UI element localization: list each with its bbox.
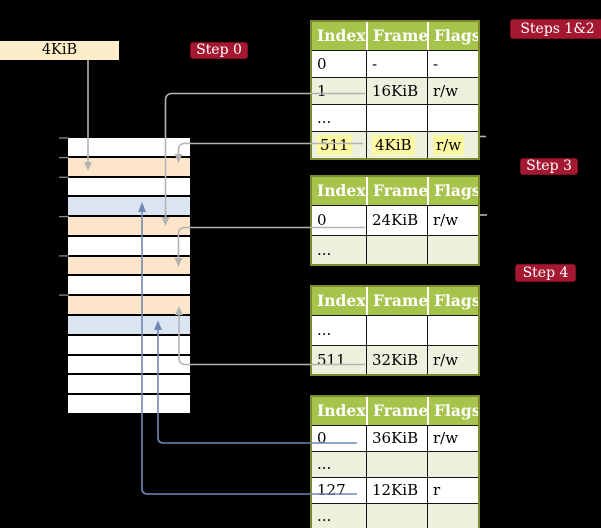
cell-index: 0: [317, 55, 327, 73]
physical-memory-column: [68, 138, 190, 413]
memory-row-3: [68, 195, 190, 216]
table3-col-index: Index: [317, 291, 366, 310]
cell-index: ...: [317, 240, 332, 259]
page-table-4: Index Frame Flags 0 36KiB r/w ... 127 12…: [310, 395, 480, 528]
cell-flags: r: [427, 478, 478, 503]
table-row: ...: [312, 315, 478, 345]
cell-frame: [366, 452, 427, 477]
table-row: ...: [312, 104, 478, 131]
memory-row-12: [68, 373, 190, 394]
cell-index: 0: [317, 429, 327, 447]
memory-row-4: [68, 215, 190, 235]
cell-flags: -: [427, 51, 478, 77]
cell-index: ...: [317, 109, 332, 127]
memory-row-10: [68, 333, 190, 354]
cell-flags: r/w: [427, 132, 478, 158]
frame-size-label: 4KiB: [0, 41, 119, 60]
cell-flags: r/w: [427, 345, 478, 374]
table4-col-frame: Frame: [366, 397, 427, 425]
cell-index: 511: [317, 350, 346, 369]
cell-index: ...: [317, 507, 332, 525]
table1-header: Index Frame Flags: [312, 22, 478, 50]
highlight: r/w: [433, 135, 465, 155]
memory-row-5: [68, 234, 190, 255]
table-row-highlighted: 511 4KiB r/w: [312, 131, 478, 158]
cell-flags: [427, 105, 478, 131]
cell-frame: [366, 316, 427, 345]
table-row: 511 32KiB r/w: [312, 344, 478, 374]
memory-row-8: [68, 294, 190, 315]
cell-frame: 4KiB: [366, 132, 427, 158]
table-row: ...: [312, 234, 478, 264]
cell-flags: [427, 235, 478, 264]
table-row: ...: [312, 503, 478, 528]
cell-index: 127: [317, 481, 346, 499]
table3-col-frame: Frame: [366, 287, 427, 315]
table2-col-flags: Flags: [427, 177, 478, 205]
badge-steps-1-2: Steps 1&2: [510, 19, 601, 39]
highlight: 511: [317, 135, 352, 155]
cell-frame: 32KiB: [366, 345, 427, 374]
highlight: 4KiB: [372, 135, 415, 155]
table-row: 0 - -: [312, 50, 478, 77]
table3-col-flags: Flags: [427, 287, 478, 315]
cell-frame: 16KiB: [366, 78, 427, 104]
table-row: 0 24KiB r/w: [312, 205, 478, 235]
table4-header: Index Frame Flags: [312, 397, 478, 425]
page-table-2: Index Frame Flags 0 24KiB r/w ...: [310, 175, 480, 266]
table3-header: Index Frame Flags: [312, 287, 478, 315]
table-row: ...: [312, 451, 478, 477]
cell-frame: 24KiB: [366, 206, 427, 235]
page-table-1: Index Frame Flags 0 - - 1 16KiB r/w ... …: [310, 20, 480, 160]
cell-frame: -: [366, 51, 427, 77]
table2-header: Index Frame Flags: [312, 177, 478, 205]
cell-index: 0: [317, 211, 327, 229]
badge-step-3: Step 3: [520, 158, 578, 175]
memory-row-6: [68, 254, 190, 275]
cell-frame: 12KiB: [366, 478, 427, 503]
cell-flags: [427, 452, 478, 477]
cell-flags: [427, 504, 478, 528]
table-row: 127 12KiB r: [312, 477, 478, 503]
memory-row-11: [68, 353, 190, 374]
memory-row-1: [68, 155, 190, 176]
table1-col-index: Index: [317, 26, 366, 45]
table2-col-index: Index: [317, 181, 366, 200]
cell-flags: [427, 316, 478, 345]
cell-frame: [366, 504, 427, 528]
cell-frame: [366, 105, 427, 131]
cell-flags: r/w: [427, 426, 478, 451]
cell-flags: r/w: [427, 78, 478, 104]
badge-step-0: Step 0: [190, 42, 248, 59]
memory-row-9: [68, 314, 190, 334]
table1-col-frame: Frame: [366, 22, 427, 50]
table4-col-index: Index: [317, 401, 366, 420]
cell-index: ...: [317, 321, 332, 339]
cell-index: 1: [317, 82, 327, 100]
cell-index: 511: [312, 132, 366, 158]
memory-row-2: [68, 175, 190, 196]
cell-frame: 36KiB: [366, 426, 427, 451]
memory-row-0: [68, 138, 190, 156]
table4-col-flags: Flags: [427, 397, 478, 425]
table2-col-frame: Frame: [366, 177, 427, 205]
memory-row-7: [68, 274, 190, 295]
table1-col-flags: Flags: [427, 22, 478, 50]
cell-flags: r/w: [427, 206, 478, 235]
badge-step-4: Step 4: [515, 264, 576, 282]
table-row: 0 36KiB r/w: [312, 425, 478, 451]
page-table-3: Index Frame Flags ... 511 32KiB r/w: [310, 285, 480, 376]
cell-index: ...: [317, 455, 332, 473]
cell-frame: [366, 235, 427, 264]
memory-row-13: [68, 393, 190, 413]
table-row: 1 16KiB r/w: [312, 77, 478, 104]
